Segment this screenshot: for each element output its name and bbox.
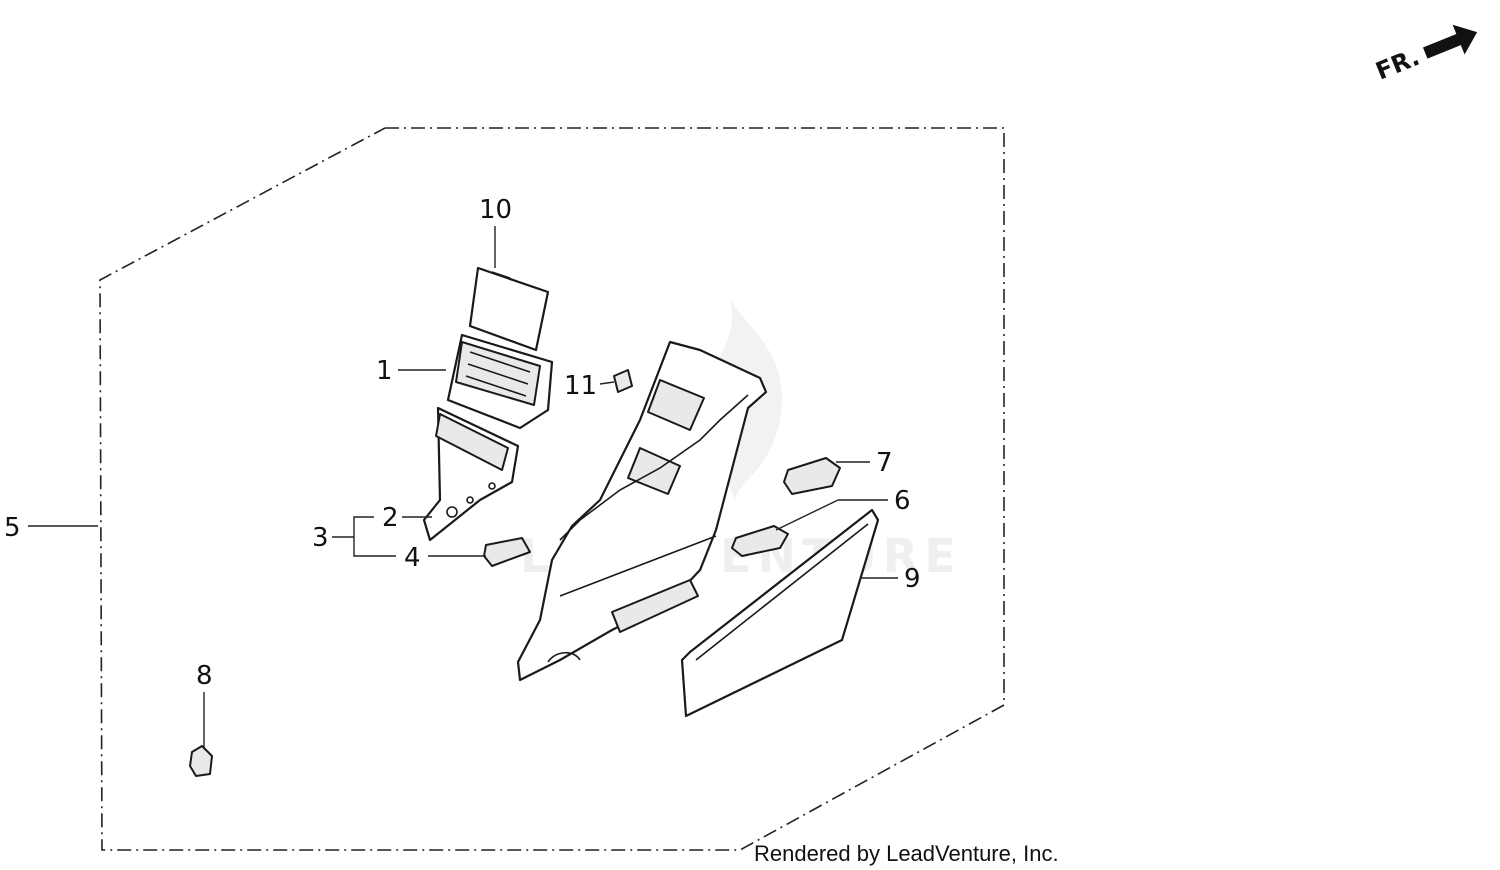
callouts: 10 1 11 2 3 4 5 7 6 9 8	[4, 195, 921, 691]
callout-7: 7	[876, 448, 893, 478]
front-direction-indicator: FR.	[1372, 24, 1478, 86]
leader-lines	[28, 226, 898, 748]
callout-2: 2	[382, 503, 399, 533]
part-6-pad	[731, 525, 789, 557]
callout-9: 9	[904, 564, 921, 594]
render-credit: Rendered by LeadVenture, Inc.	[754, 841, 1059, 866]
part-8-clip	[189, 745, 213, 777]
part-11-clip	[613, 369, 633, 393]
console-body	[516, 340, 768, 682]
part-7-pad	[783, 457, 841, 495]
callout-8: 8	[196, 661, 213, 691]
part-4-pad	[483, 537, 531, 567]
callout-5: 5	[4, 513, 21, 543]
part-2-bracket	[422, 406, 520, 542]
front-label: FR.	[1372, 43, 1424, 86]
callout-6: 6	[894, 486, 911, 516]
callout-1: 1	[376, 356, 393, 386]
callout-10: 10	[479, 195, 512, 225]
callout-11: 11	[564, 371, 597, 401]
callout-4: 4	[404, 543, 421, 573]
callout-3: 3	[312, 523, 329, 553]
part-10-lid	[468, 266, 550, 352]
assembly-boundary	[99, 127, 1005, 851]
direction-arrow-icon	[1422, 24, 1478, 59]
part-1-housing	[446, 333, 554, 430]
part-9-panel	[680, 508, 880, 718]
